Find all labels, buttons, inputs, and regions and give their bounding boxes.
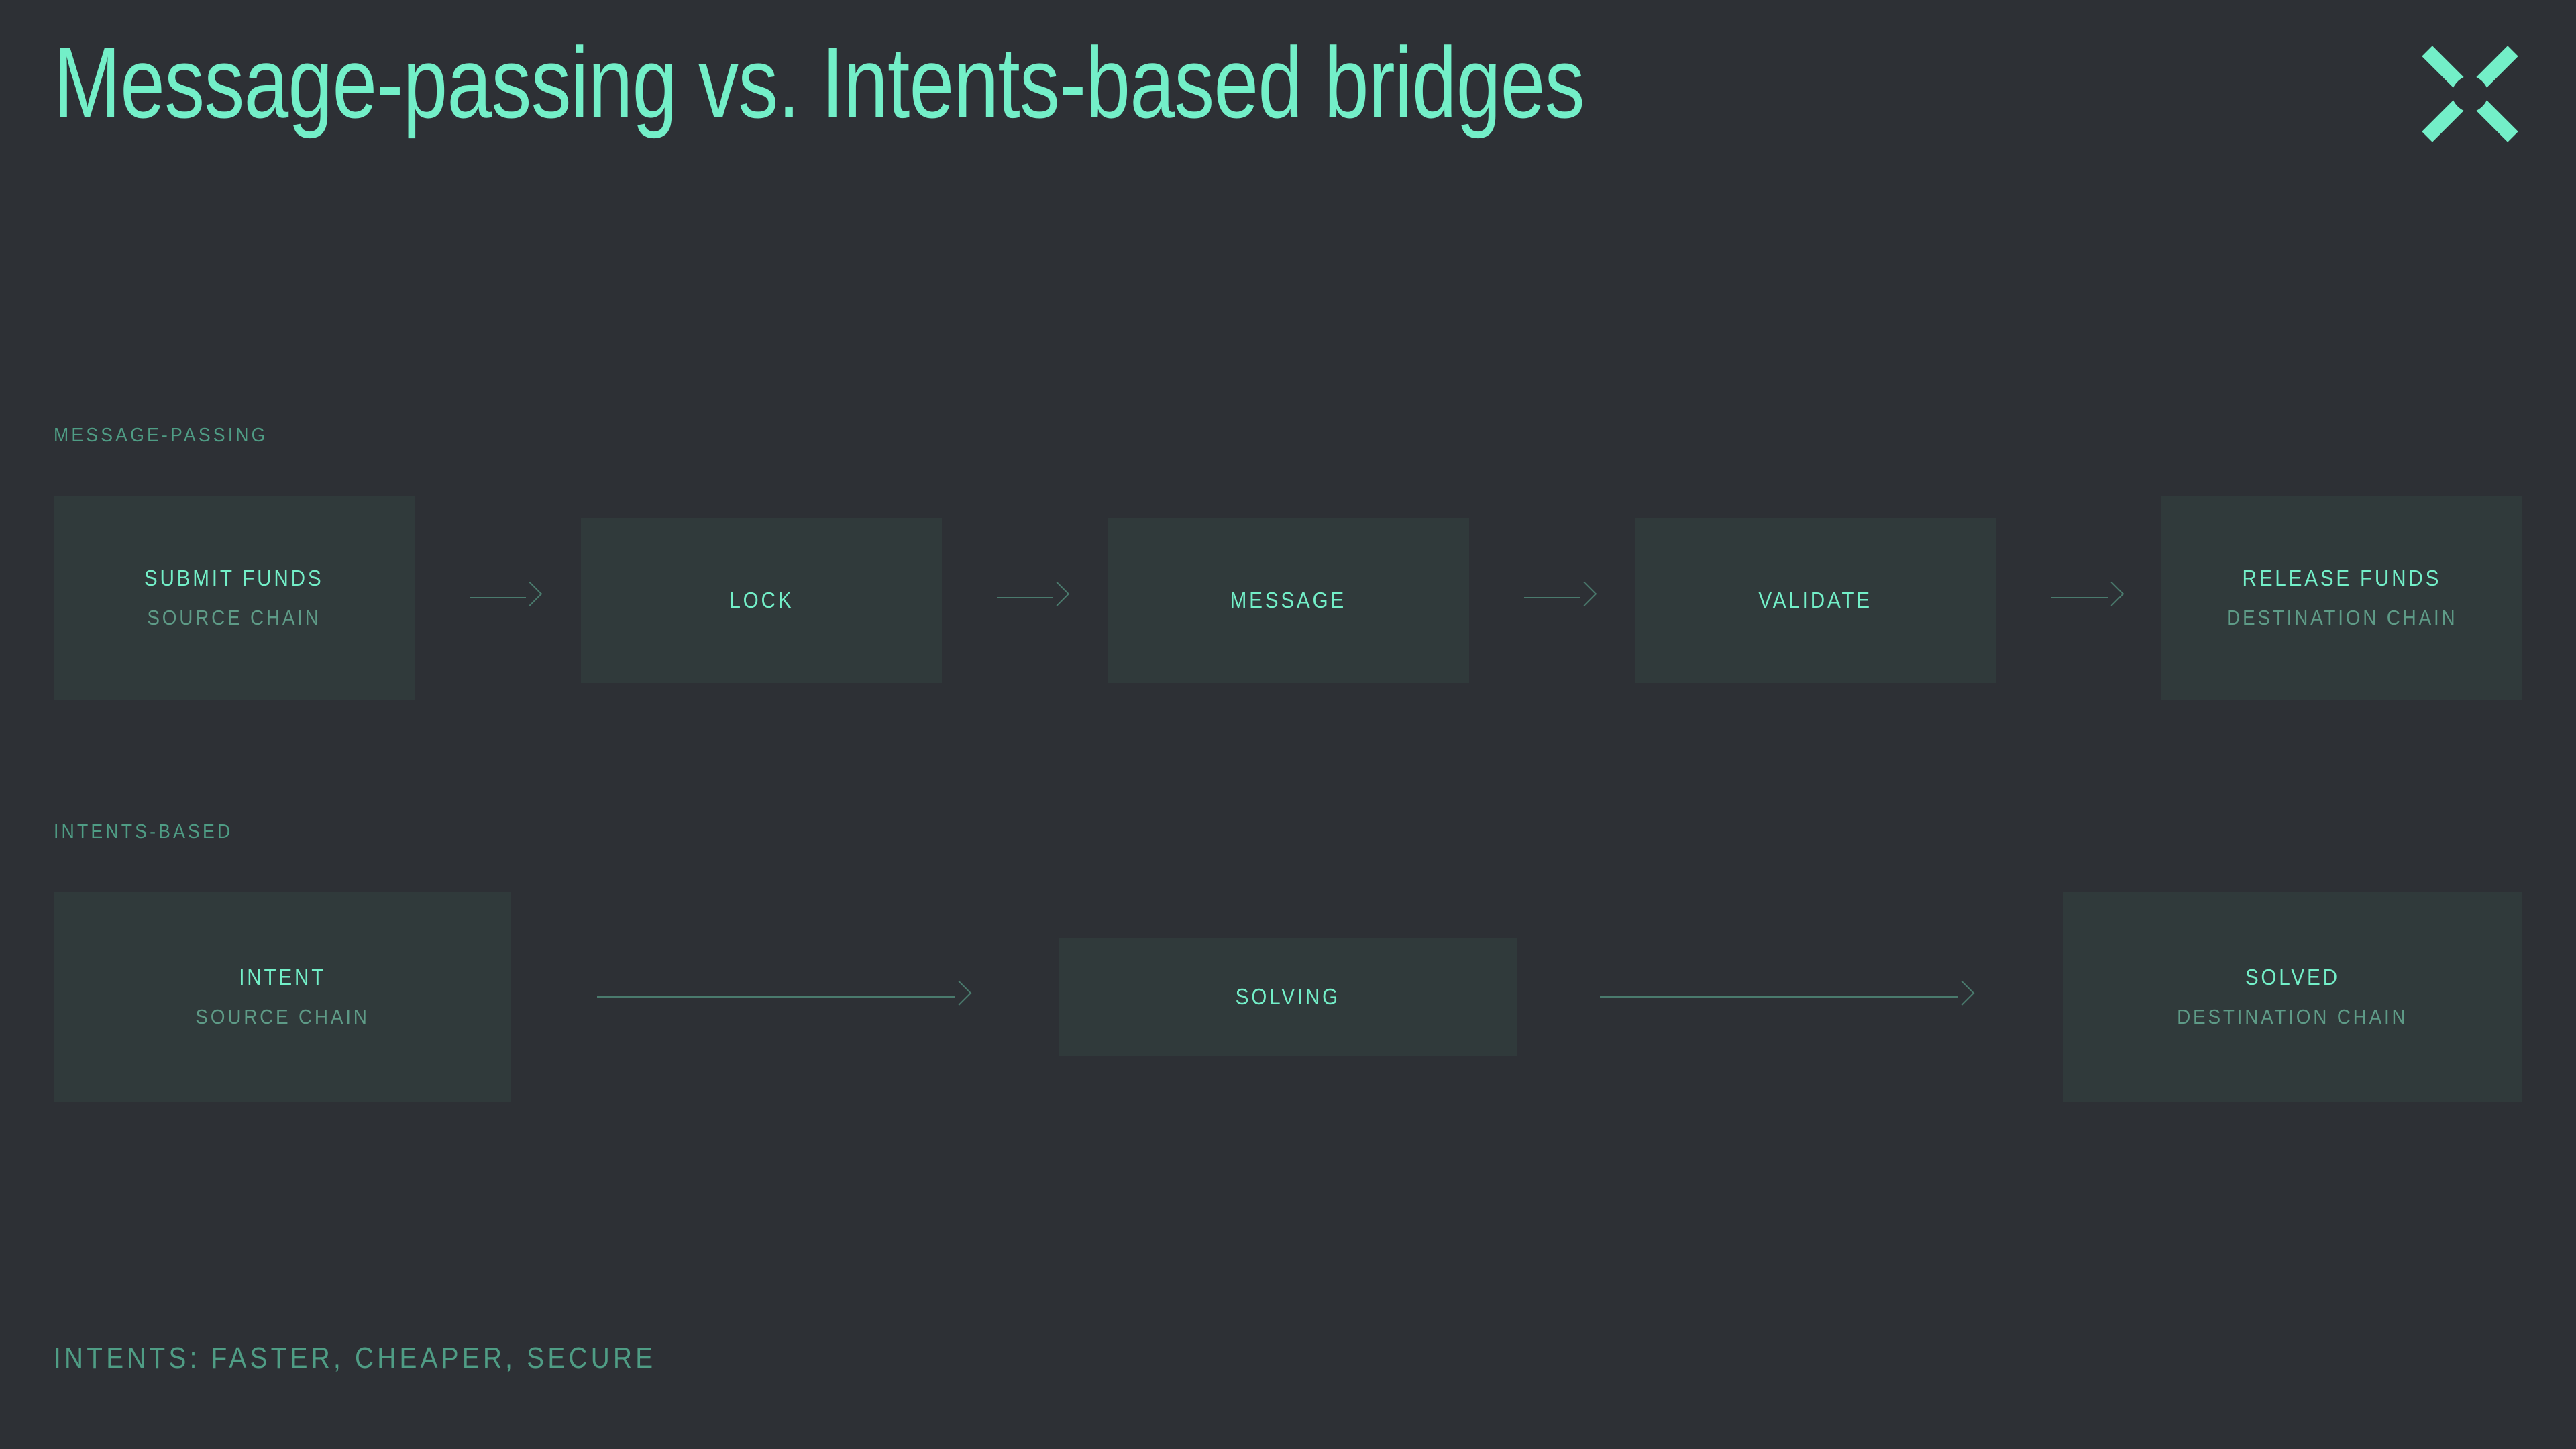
- flow-node-title: INTENT: [239, 965, 326, 989]
- flow-arrow-4: [2051, 581, 2125, 611]
- flow-message-passing: SUBMIT FUNDS SOURCE CHAIN LOCK MESSAGE V…: [0, 496, 2576, 704]
- flow-node-intent[interactable]: INTENT SOURCE CHAIN: [54, 892, 511, 1102]
- arrow-shaft: [470, 597, 526, 598]
- flow-node-title: SOLVED: [2245, 965, 2340, 989]
- flow-node-release-funds[interactable]: RELEASE FUNDS DESTINATION CHAIN: [2161, 496, 2522, 700]
- arrow-head-icon: [517, 581, 543, 606]
- flow-node-subtitle: DESTINATION CHAIN: [2226, 606, 2458, 629]
- flow-node-validate[interactable]: VALIDATE: [1635, 518, 1996, 683]
- arrow-head-icon: [1572, 581, 1597, 606]
- flow-node-title: SOLVING: [1235, 984, 1341, 1009]
- section-label-intents-based: INTENTS-BASED: [54, 821, 233, 843]
- flow-arrow-2: [997, 581, 1071, 611]
- section-label-message-passing: MESSAGE-PASSING: [54, 425, 268, 446]
- flow-node-solved[interactable]: SOLVED DESTINATION CHAIN: [2063, 892, 2522, 1102]
- arrow-head-icon: [2099, 581, 2125, 606]
- arrow-shaft: [1600, 996, 1958, 998]
- flow-node-submit-funds[interactable]: SUBMIT FUNDS SOURCE CHAIN: [54, 496, 415, 700]
- flow-arrow-1: [470, 581, 543, 611]
- flow-node-title: RELEASE FUNDS: [2242, 566, 2442, 590]
- flow-arrow-3: [1524, 581, 1598, 611]
- flow-node-lock[interactable]: LOCK: [581, 518, 942, 683]
- flow-node-title: VALIDATE: [1758, 588, 1872, 612]
- flow-node-subtitle: SOURCE CHAIN: [147, 606, 321, 629]
- flow-intents-based: INTENT SOURCE CHAIN SOLVING SOLVED DESTI…: [0, 892, 2576, 1107]
- arrow-shaft: [1524, 597, 1580, 598]
- arrow-shaft: [597, 996, 955, 998]
- flow-node-solving[interactable]: SOLVING: [1059, 938, 1517, 1056]
- flow-node-title: MESSAGE: [1230, 588, 1347, 612]
- flow-arrow-5: [597, 980, 973, 1010]
- arrow-shaft: [2051, 597, 2108, 598]
- flow-node-title: SUBMIT FUNDS: [144, 566, 324, 590]
- arrow-head-icon: [947, 980, 972, 1006]
- flow-node-subtitle: DESTINATION CHAIN: [2177, 1005, 2408, 1028]
- arrow-shaft: [997, 597, 1053, 598]
- flow-node-subtitle: SOURCE CHAIN: [195, 1005, 370, 1028]
- flow-arrow-6: [1600, 980, 1976, 1010]
- footer-summary-note: INTENTS: FASTER, CHEAPER, SECURE: [54, 1342, 657, 1375]
- arrow-head-icon: [1949, 980, 1975, 1006]
- flow-node-message[interactable]: MESSAGE: [1108, 518, 1469, 683]
- arrow-head-icon: [1044, 581, 1070, 606]
- page-title: Message-passing vs. Intents-based bridge…: [54, 26, 1585, 139]
- x-mark-logo-icon: [2418, 42, 2522, 146]
- flow-node-title: LOCK: [729, 588, 794, 612]
